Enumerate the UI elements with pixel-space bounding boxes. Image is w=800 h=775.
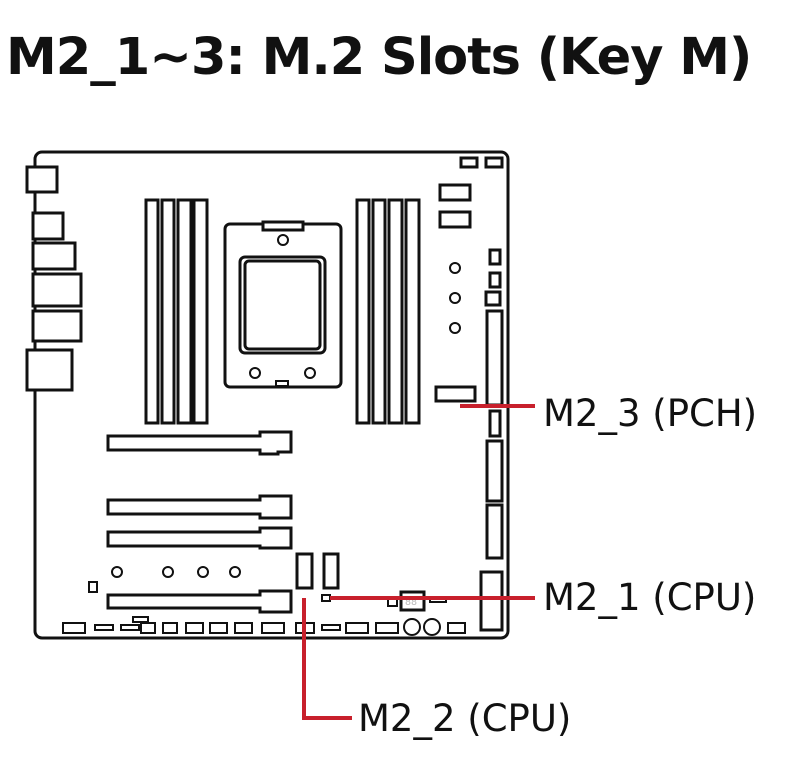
m2-2-callout-line — [302, 598, 352, 720]
page-title: M2_1~3: M.2 Slots (Key M) — [6, 28, 752, 87]
m2-1-slot — [322, 552, 340, 590]
dimm-slots-left — [144, 198, 209, 425]
pcie-slots — [106, 430, 293, 614]
callout-lines — [302, 404, 535, 720]
m2-standoffs — [111, 262, 461, 578]
bottom-headers — [62, 616, 466, 636]
label-m2-3: M2_3 (PCH) — [543, 392, 758, 435]
m2-2-slot — [295, 552, 314, 590]
label-m2-2: M2_2 (CPU) — [358, 697, 572, 740]
dimm-slots-right — [355, 198, 421, 425]
svg-text:88: 88 — [405, 597, 417, 608]
cpu-socket — [223, 220, 343, 389]
label-m2-1: M2_1 (CPU) — [543, 576, 757, 619]
right-edge-components: 88 — [88, 156, 504, 632]
m2-3-slot — [434, 385, 477, 403]
rear-io-ports — [25, 165, 83, 392]
